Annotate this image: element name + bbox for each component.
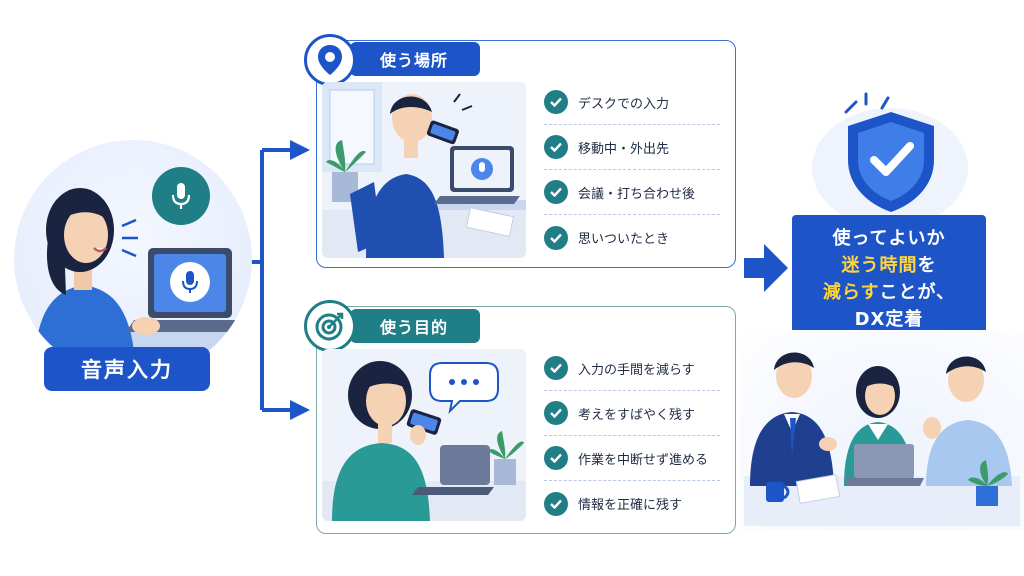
check-icon	[544, 356, 568, 380]
list-item: デスクでの入力	[544, 80, 720, 125]
check-icon	[544, 180, 568, 204]
result-line-3: 減らすことが、	[822, 282, 956, 303]
arrow-to-place	[290, 140, 310, 160]
place-card-title: 使う場所	[350, 42, 480, 76]
woman-speaking-illustration	[322, 349, 526, 521]
list-item: 情報を正確に残す	[544, 481, 720, 526]
check-icon	[544, 225, 568, 250]
check-icon	[544, 401, 568, 425]
result-line-2: 迷う時間を	[841, 255, 937, 276]
check-icon	[544, 90, 568, 114]
purpose-list: 入力の手間を減らす 考えをすばやく残す 作業を中断せず進める 情報を正確に残す	[544, 346, 720, 526]
office-desk-illustration	[322, 82, 526, 258]
voice-input-illustration	[14, 140, 252, 378]
list-item: 作業を中断せず進める	[544, 436, 720, 481]
team-meeting-illustration	[744, 352, 1020, 526]
arrow-to-result	[744, 244, 788, 292]
microphone-bubble-icon	[152, 167, 210, 225]
list-item: 思いついたとき	[544, 215, 720, 260]
list-item: 会議・打ち合わせ後	[544, 170, 720, 215]
target-icon	[304, 300, 356, 352]
result-message: 使ってよいか 迷う時間を 減らすことが、 DX定着	[792, 215, 986, 343]
check-icon	[544, 446, 568, 470]
list-item: 考えをすばやく残す	[544, 391, 720, 436]
location-pin-icon	[304, 34, 356, 86]
list-item: 入力の手間を減らす	[544, 346, 720, 391]
shield-check-icon	[844, 92, 934, 212]
result-line-1: 使ってよいか	[832, 228, 946, 249]
list-item: 移動中・外出先	[544, 125, 720, 170]
check-icon	[544, 491, 568, 516]
result-line-4: DX定着	[854, 309, 924, 330]
purpose-card-title: 使う目的	[350, 309, 480, 343]
place-list: デスクでの入力 移動中・外出先 会議・打ち合わせ後 思いついたとき	[544, 80, 720, 260]
microphone-icon	[170, 262, 210, 302]
check-icon	[544, 135, 568, 159]
voice-input-label: 音声入力	[44, 347, 210, 391]
arrow-to-purpose	[290, 400, 310, 420]
